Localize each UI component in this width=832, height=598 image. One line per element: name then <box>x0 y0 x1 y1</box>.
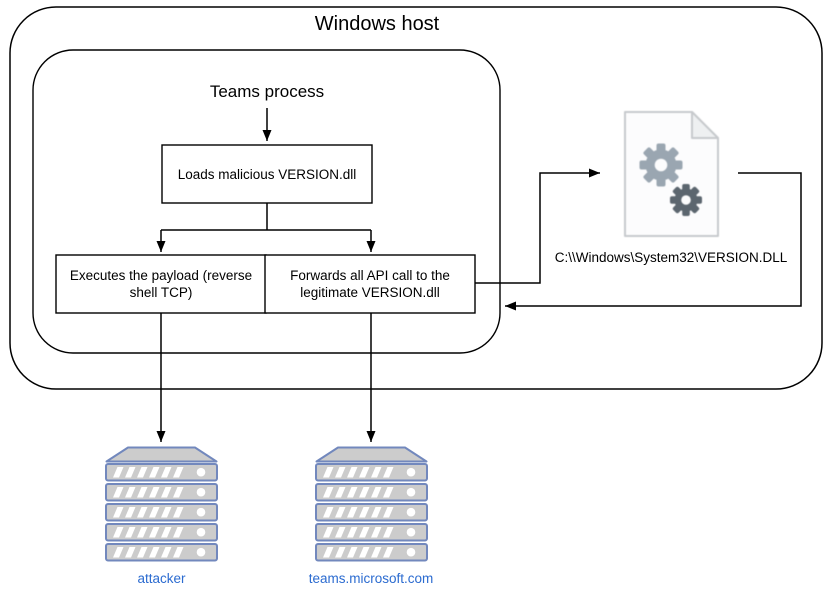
arrow-forwards-to-dll <box>475 168 600 284</box>
server-stack-icon-teams <box>316 448 427 561</box>
server-label-attacker: attacker <box>137 571 186 586</box>
node-forwards-api-label: Forwards all API call to the legitimate … <box>290 268 450 300</box>
dll-path-caption: C:\\Windows\System32\VERSION.DLL <box>554 250 788 265</box>
node-forwards-api-box <box>264 254 476 314</box>
gear-small-icon <box>670 184 702 216</box>
node-loads-dll-label: Loads malicious VERSION.dll <box>177 166 357 182</box>
connector-split <box>161 203 371 231</box>
file-gears-icon <box>624 111 719 237</box>
server-label-teams: teams.microsoft.com <box>308 571 434 586</box>
gear-large-icon <box>639 143 683 187</box>
teams-process-container <box>32 49 501 354</box>
file-fold-corner <box>691 111 719 139</box>
node-loads-dll-box <box>161 144 373 204</box>
node-executes-payload-label: Executes the payload (reverse shell TCP) <box>69 268 253 300</box>
windows-host-container <box>9 6 823 390</box>
server-stack-icon-attacker <box>106 448 217 561</box>
teams-process-title: Teams process <box>209 82 325 101</box>
windows-host-title: Windows host <box>314 13 440 35</box>
arrow-dll-return <box>505 172 802 311</box>
